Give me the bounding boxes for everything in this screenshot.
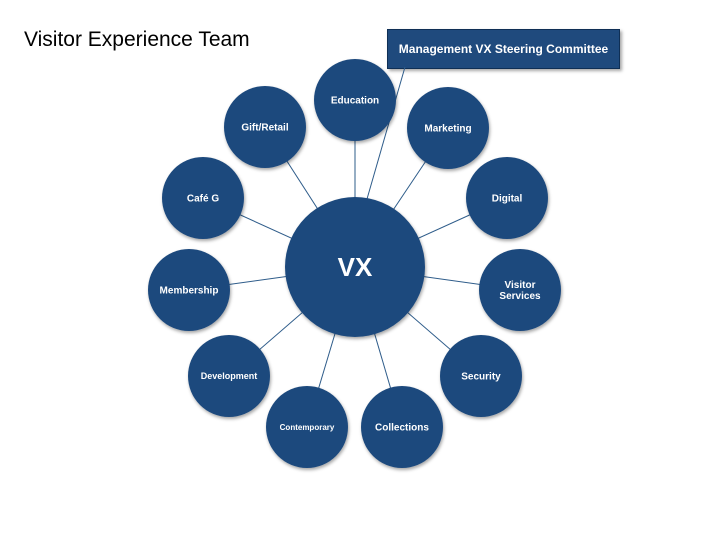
node-circle-gift-retail	[224, 86, 306, 168]
node-cafe-g: Café G	[162, 157, 244, 239]
node-label-gift-retail: Gift/Retail	[241, 123, 288, 134]
node-contemporary: Contemporary	[266, 386, 348, 468]
node-development: Development	[188, 335, 270, 417]
node-membership: Membership	[148, 249, 230, 331]
node-circle-security	[440, 335, 522, 417]
node-circle-education	[314, 59, 396, 141]
node-label-digital: Digital	[492, 194, 523, 205]
node-label-contemporary: Contemporary	[280, 423, 335, 432]
node-gift-retail: Gift/Retail	[224, 86, 306, 168]
node-label-collections: Collections	[375, 423, 429, 434]
node-circle-contemporary	[266, 386, 348, 468]
node-label-membership: Membership	[160, 286, 219, 297]
node-circle-cafe-g	[162, 157, 244, 239]
node-label-security: Security	[461, 372, 501, 383]
node-marketing: Marketing	[407, 87, 489, 169]
node-label-education: Education	[331, 96, 379, 107]
hub-node: VX	[285, 197, 425, 337]
node-circle-digital	[466, 157, 548, 239]
node-security: Security	[440, 335, 522, 417]
slide-title: Visitor Experience Team	[24, 28, 250, 51]
node-circle-collections	[361, 386, 443, 468]
node-circle-marketing	[407, 87, 489, 169]
hub-circle	[285, 197, 425, 337]
node-circle-membership	[148, 249, 230, 331]
node-label-cafe-g: Café G	[187, 194, 219, 205]
node-education: Education	[314, 59, 396, 141]
node-collections: Collections	[361, 386, 443, 468]
node-label-marketing: Marketing	[424, 124, 471, 135]
node-label-development: Development	[201, 371, 258, 381]
node-circle-development	[188, 335, 270, 417]
node-circle-visitor-services	[479, 249, 561, 331]
hub-label: VX	[338, 252, 373, 282]
node-digital: Digital	[466, 157, 548, 239]
steering-connector-line	[366, 66, 406, 200]
steering-committee-box: Management VX Steering Committee	[387, 29, 620, 69]
